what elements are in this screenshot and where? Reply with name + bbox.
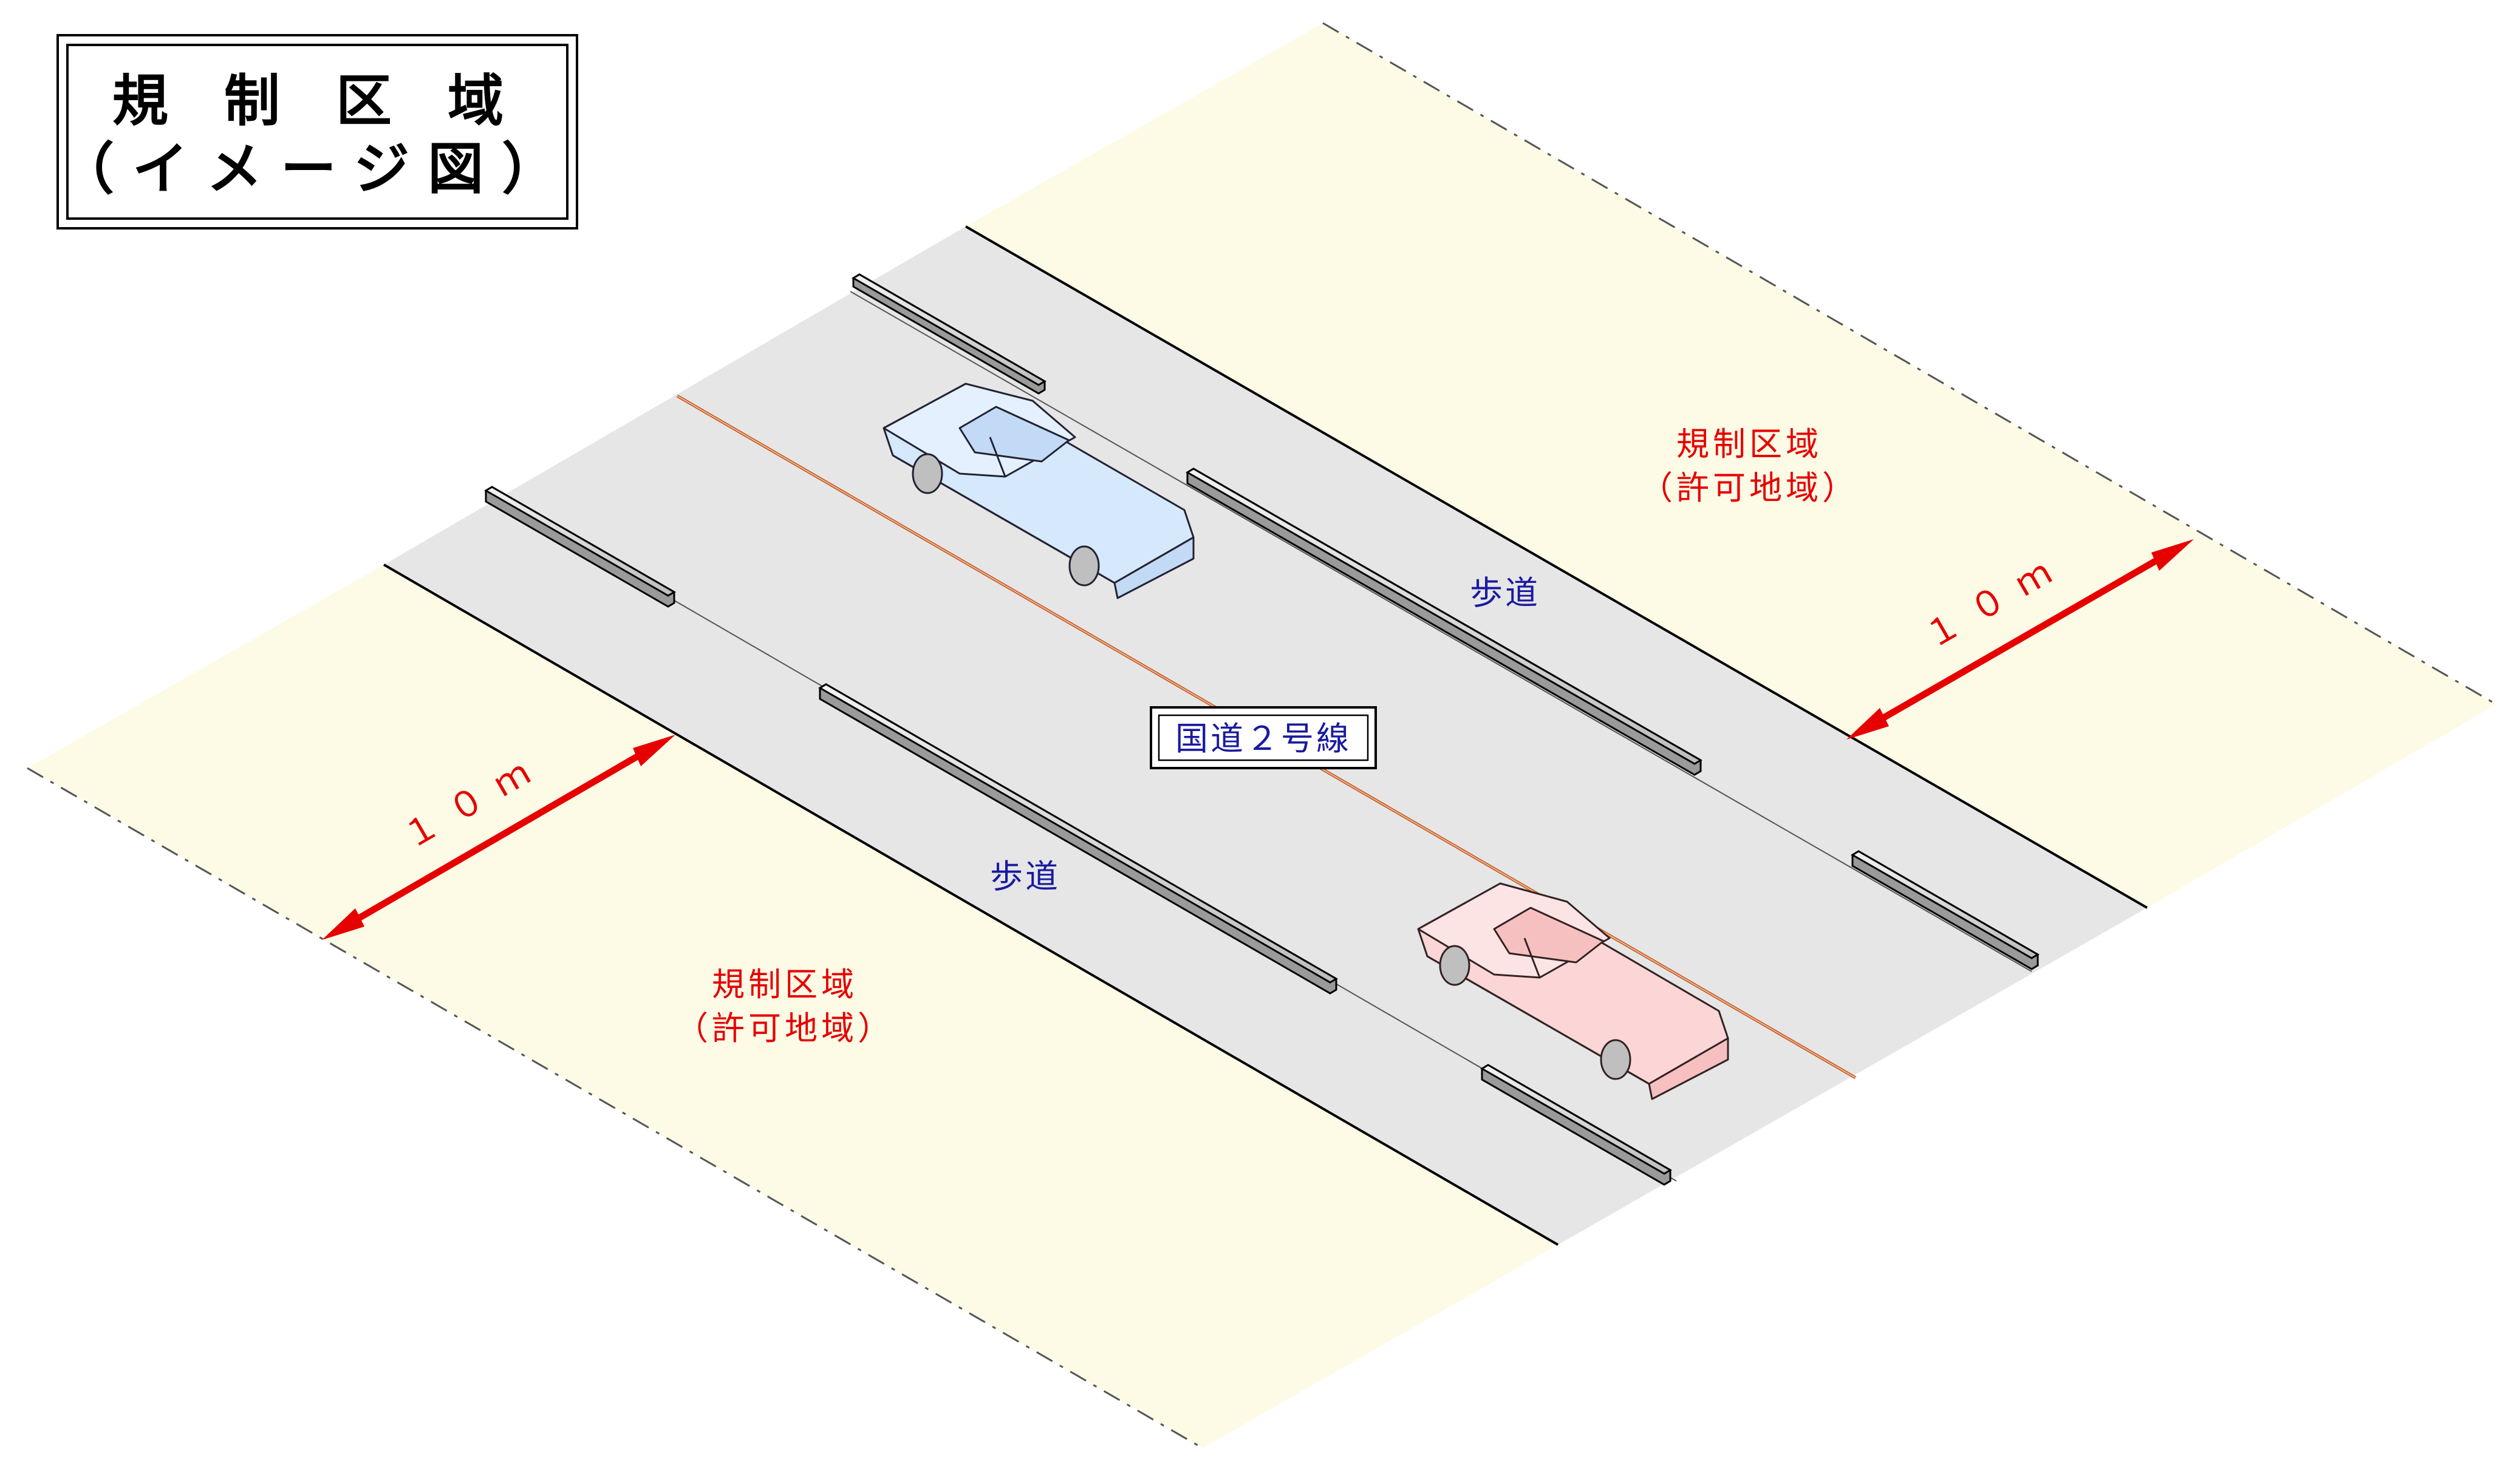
car-lower-wheel-front bbox=[1600, 1039, 1631, 1080]
road-edge-right bbox=[965, 225, 2148, 909]
car-lower-wheel-rear bbox=[1439, 945, 1470, 986]
car-upper-wheel-rear bbox=[912, 453, 943, 494]
road-name-box: 国道２号線 bbox=[1150, 706, 1377, 769]
title-line2: （イメージ図） bbox=[58, 137, 576, 202]
curb-barrier-5 bbox=[818, 683, 1338, 995]
zone-label-left-line1: 規制区域 bbox=[712, 965, 858, 1004]
permitted-zone-right bbox=[966, 23, 2496, 908]
curb-barrier-3 bbox=[1851, 850, 2040, 970]
road-edge-left bbox=[383, 563, 1559, 1246]
curb-barrier-6 bbox=[1480, 1064, 1672, 1186]
sidewalk-label-upper: 歩道 bbox=[1470, 574, 1540, 612]
distance-arrow-left bbox=[322, 735, 675, 940]
sidewalk-line-upper bbox=[850, 291, 2032, 972]
permitted-zone-left bbox=[27, 565, 1558, 1448]
title-box: 規 制 区 域 （イメージ図） bbox=[56, 34, 578, 230]
zone-boundary-right bbox=[1322, 22, 2497, 706]
sidewalk-label-lower: 歩道 bbox=[990, 857, 1060, 896]
curb-barrier-2 bbox=[1186, 468, 1702, 776]
zone-label-right-line1: 規制区域 bbox=[1676, 425, 1822, 463]
curb-barrier-1 bbox=[852, 273, 1047, 395]
car-upper-wheel-front bbox=[1068, 545, 1100, 587]
zone-label-left-line2: （許可地域） bbox=[675, 1009, 894, 1047]
road-name-label: 国道２号線 bbox=[1175, 720, 1351, 758]
zone-label-right-line2: （許可地域） bbox=[1640, 469, 1859, 507]
title-line1: 規 制 区 域 bbox=[112, 69, 522, 134]
curb-barrier-4 bbox=[484, 486, 676, 608]
distance-arrow-right bbox=[1846, 539, 2194, 740]
zone-boundary-left bbox=[27, 767, 1203, 1449]
car-lower bbox=[1417, 882, 1729, 1100]
car-upper bbox=[883, 383, 1195, 599]
